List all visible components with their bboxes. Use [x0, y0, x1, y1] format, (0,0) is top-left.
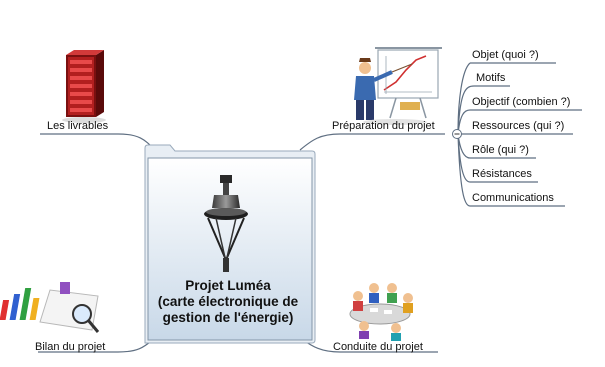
- branch-bilan[interactable]: Bilan du projet: [35, 341, 106, 353]
- child-objectif[interactable]: Objectif (combien ?): [472, 96, 571, 108]
- branch-conduite[interactable]: Conduite du projet: [333, 341, 423, 353]
- central-title-line-3: gestion de l'énergie): [162, 310, 294, 325]
- child-communications[interactable]: Communications: [472, 192, 554, 204]
- child-ressources[interactable]: Ressources (qui ?): [472, 120, 565, 132]
- chart-magnifier-icon: [0, 282, 100, 333]
- child-objet[interactable]: Objet (quoi ?): [472, 49, 539, 61]
- connector-livrables: [40, 133, 156, 151]
- collapse-toggle[interactable]: [452, 129, 462, 139]
- central-title-line-1: Projet Luméa: [185, 278, 271, 293]
- children-bracket: [457, 62, 475, 207]
- red-binders-icon: [62, 50, 106, 123]
- child-role[interactable]: Rôle (qui ?): [472, 144, 529, 156]
- child-resistances[interactable]: Résistances: [472, 168, 532, 180]
- connectors: [38, 62, 582, 353]
- child-motifs[interactable]: Motifs: [476, 72, 506, 84]
- presenter-whiteboard-icon: [354, 47, 442, 125]
- connector-preparation: [299, 133, 445, 151]
- central-title-line-2: (carte électronique de: [157, 294, 299, 309]
- meeting-table-icon: [349, 283, 413, 341]
- central-topic-title: Projet Luméa (carte électronique de gest…: [142, 278, 314, 326]
- branch-preparation[interactable]: Préparation du projet: [332, 120, 435, 132]
- street-lamp-icon: [204, 175, 248, 272]
- branch-livrables[interactable]: Les livrables: [47, 120, 109, 132]
